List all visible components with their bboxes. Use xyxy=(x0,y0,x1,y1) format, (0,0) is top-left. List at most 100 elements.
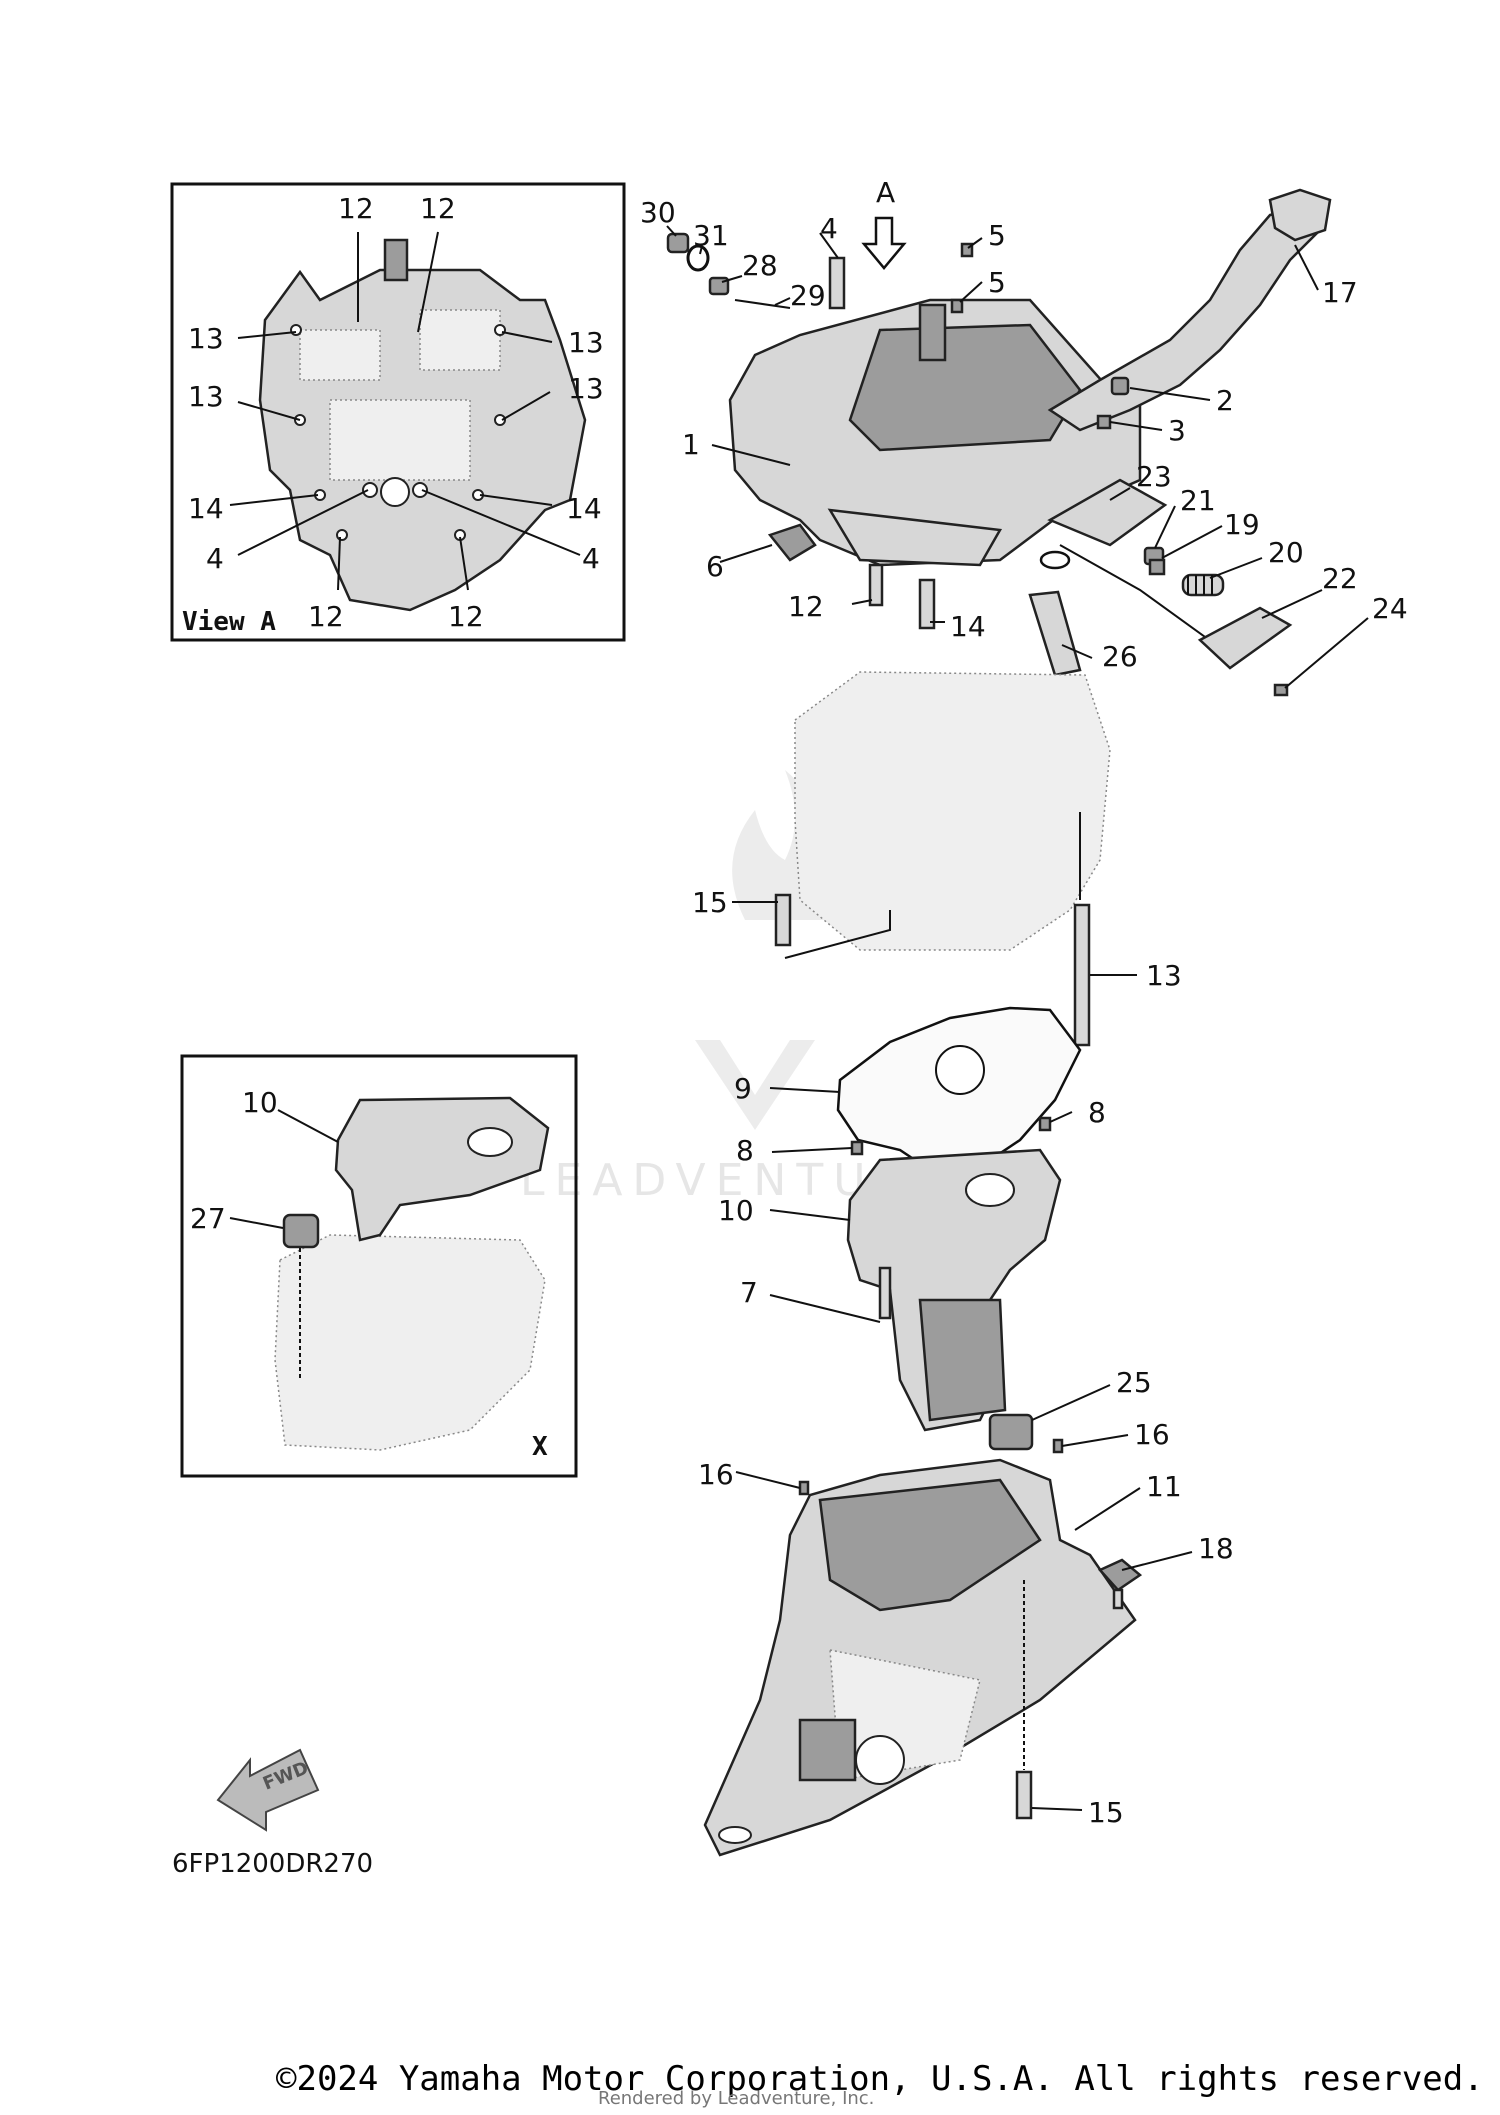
plug-18-stem xyxy=(1112,1588,1124,1610)
collar-21 xyxy=(1148,558,1166,576)
main-callout: 1 xyxy=(682,428,700,461)
spring-coils xyxy=(1187,575,1213,595)
bolt-7 xyxy=(878,1266,892,1320)
main-callout: 14 xyxy=(950,610,986,643)
main-callout: 16 xyxy=(698,1458,734,1491)
main-callout: 16 xyxy=(1134,1418,1170,1451)
seal xyxy=(988,1413,1034,1451)
lower-case-port xyxy=(855,1735,905,1785)
main-callout: 24 xyxy=(1372,592,1408,625)
diagram-code: 6FP1200DR270 xyxy=(172,1849,373,1879)
view-x-lower-housing xyxy=(274,1234,546,1451)
view-x-callout: 27 xyxy=(190,1202,226,1235)
main-callout: 15 xyxy=(1088,1796,1124,1829)
drain-plug xyxy=(767,523,817,562)
main-callout: 7 xyxy=(740,1276,758,1309)
main-callout: 17 xyxy=(1322,276,1358,309)
long-bolt xyxy=(1073,903,1091,1047)
lower-case-bowl xyxy=(818,1478,1042,1612)
main-callout: 8 xyxy=(1088,1096,1106,1129)
view-a-frame xyxy=(170,182,626,642)
main-callout: 9 xyxy=(734,1072,752,1105)
view-a-callout: 12 xyxy=(420,192,456,225)
bolt-15-lower xyxy=(1015,1770,1033,1820)
view-a-callout: 13 xyxy=(188,322,224,355)
view-x-callout: 10 xyxy=(242,1086,278,1119)
main-callout: 3 xyxy=(1168,414,1186,447)
view-a-leaders xyxy=(229,231,581,591)
bolt-14 xyxy=(918,578,936,630)
main-callout: 18 xyxy=(1198,1532,1234,1565)
view-x-frame xyxy=(180,1054,578,1478)
hose xyxy=(1028,590,1082,677)
screw-shaft xyxy=(734,299,791,309)
main-callout: 2 xyxy=(1216,384,1234,417)
upper-casing-post xyxy=(918,303,947,362)
forward-arrow: FWD xyxy=(216,1748,320,1832)
main-callout: 29 xyxy=(790,279,826,312)
view-a-callout: 12 xyxy=(338,192,374,225)
view-x-cover-port xyxy=(467,1127,513,1157)
main-callout: 30 xyxy=(640,196,676,229)
view-x-cover xyxy=(334,1096,550,1242)
lower-case-slot xyxy=(798,1718,857,1782)
exhaust-flange xyxy=(1268,188,1332,242)
view-a-callout: 4 xyxy=(206,542,224,575)
main-callout: 15 xyxy=(692,886,728,919)
main-callout: 19 xyxy=(1224,508,1260,541)
view-a-callout: 14 xyxy=(188,492,224,525)
clip xyxy=(1039,550,1071,570)
view-a-callout: 12 xyxy=(448,600,484,633)
guide-line-15 xyxy=(784,910,891,959)
view-a-callout: 14 xyxy=(566,492,602,525)
view-a-holes xyxy=(290,324,506,541)
main-callout: 12 xyxy=(788,590,824,623)
o-ring xyxy=(686,244,710,272)
main-callout: 23 xyxy=(1136,460,1172,493)
collar xyxy=(1096,414,1112,430)
bolt-12 xyxy=(868,563,884,607)
main-callout: 4 xyxy=(820,212,838,245)
view-a-callout: 13 xyxy=(568,372,604,405)
down-arrow-icon xyxy=(861,216,907,270)
view-a-label: View A xyxy=(182,607,276,637)
oil-pan-ghost xyxy=(794,671,1111,951)
view-a-panel: 12 12 13 13 13 13 14 14 4 4 12 12 View A xyxy=(170,182,626,642)
main-callout: 22 xyxy=(1322,562,1358,595)
view-a-port xyxy=(380,477,410,507)
exhaust-guide-port xyxy=(965,1173,1015,1207)
view-a-cavities xyxy=(299,309,501,481)
view-a-post xyxy=(383,238,409,282)
view-x-label: X xyxy=(532,1432,548,1462)
lower-case-hole xyxy=(718,1826,752,1844)
cover-plate xyxy=(1197,606,1293,670)
upper-casing-pocket xyxy=(848,323,1082,452)
dowel-16 xyxy=(1052,1438,1064,1454)
main-callout: 5 xyxy=(988,266,1006,299)
main-callout: 21 xyxy=(1180,484,1216,517)
view-a-callout: 4 xyxy=(582,542,600,575)
main-callout: 26 xyxy=(1102,640,1138,673)
dowel-8 xyxy=(1038,1116,1052,1132)
dowel-8 xyxy=(850,1140,864,1156)
dowel-pin xyxy=(960,242,974,258)
dowel-pin xyxy=(950,298,964,314)
view-a-callout: 13 xyxy=(188,380,224,413)
gasket-port xyxy=(935,1045,985,1095)
main-callout: 31 xyxy=(693,219,729,252)
view-x-bushing xyxy=(282,1213,320,1249)
main-callout: 28 xyxy=(742,249,778,282)
screw-24 xyxy=(1273,683,1289,697)
main-exploded-view: A xyxy=(640,176,1408,1857)
view-x-panel: 10 27 X xyxy=(180,1054,578,1478)
fwd-arrow-icon xyxy=(216,1748,320,1832)
view-a-callout: 12 xyxy=(308,600,344,633)
dowel-16 xyxy=(798,1480,810,1496)
main-callout: 20 xyxy=(1268,536,1304,569)
main-callout: 10 xyxy=(718,1194,754,1227)
bracket xyxy=(1047,478,1168,547)
exhaust-duct xyxy=(918,1298,1007,1422)
main-callout: 13 xyxy=(1146,959,1182,992)
wire-link xyxy=(1059,544,1231,656)
